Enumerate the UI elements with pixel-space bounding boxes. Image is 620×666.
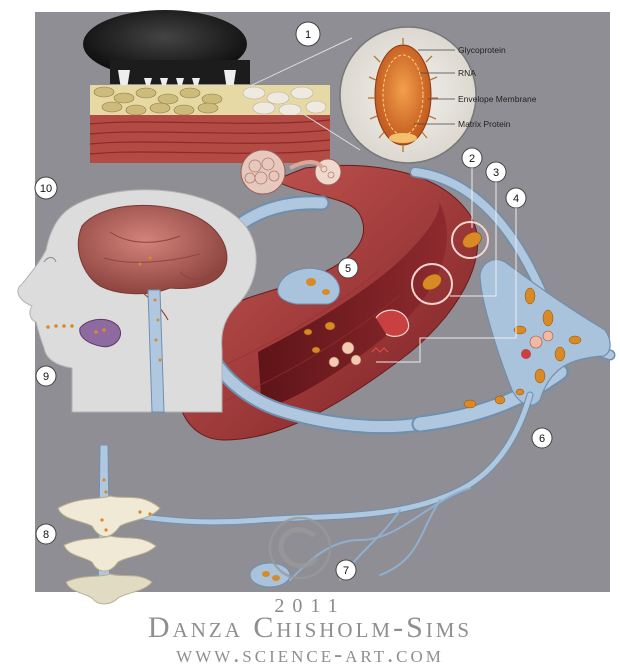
step-marker-7: 7 [336, 560, 356, 580]
svg-text:9: 9 [43, 371, 49, 383]
virion-inset [340, 27, 476, 163]
svg-text:6: 6 [539, 433, 545, 445]
svg-text:5: 5 [345, 263, 351, 275]
label-matrix-protein: Matrix Protein [458, 119, 511, 129]
step-marker-1: 1 [296, 22, 320, 46]
step-marker-6: 6 [532, 428, 552, 448]
label-envelope-membrane: Envelope Membrane [458, 94, 537, 104]
step-marker-8: 8 [36, 524, 56, 544]
step-marker-9: 9 [36, 366, 56, 386]
step-marker-10: 10 [35, 177, 57, 199]
step-marker-5: 5 [338, 258, 358, 278]
svg-text:10: 10 [40, 183, 52, 195]
svg-text:1: 1 [305, 29, 311, 41]
watermark-url: www.science-art.com [176, 642, 444, 666]
label-rna: RNA [458, 68, 476, 78]
label-glycoprotein: Glycoprotein [458, 45, 506, 55]
ganglion [250, 563, 290, 587]
watermark-name: Danza Chisholm-Sims [148, 611, 472, 644]
svg-text:3: 3 [493, 167, 499, 179]
svg-text:4: 4 [513, 193, 519, 205]
svg-text:2: 2 [469, 153, 475, 165]
svg-text:8: 8 [43, 529, 49, 541]
svg-text:7: 7 [343, 565, 349, 577]
